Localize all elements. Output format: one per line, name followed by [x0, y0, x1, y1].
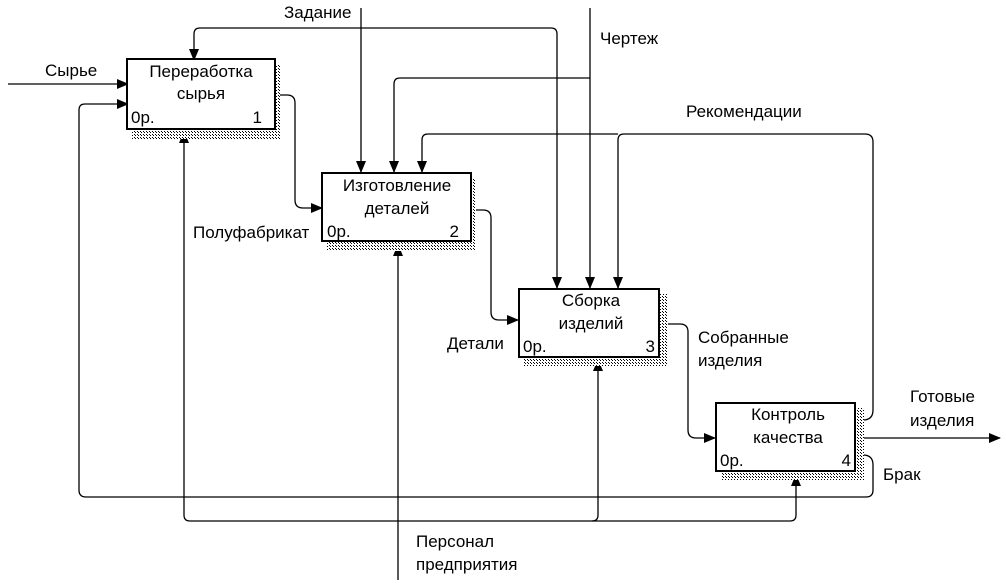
arrow-recommendations-to-box2[interactable]: [417, 133, 618, 173]
label-assembled-line2: изделия: [698, 351, 762, 370]
label-defect: Брак: [883, 465, 921, 484]
arrow-drawing-to-box2[interactable]: [389, 77, 590, 173]
box-title-line2: деталей: [365, 199, 430, 218]
box-number: 1: [253, 108, 262, 127]
box-title-line2: сырья: [177, 84, 225, 103]
arrow-parts[interactable]: [471, 209, 519, 325]
arrow-task-to-box1[interactable]: [189, 27, 361, 61]
box-number: 3: [646, 337, 655, 356]
box-number: 4: [842, 451, 851, 470]
box-frame: [321, 172, 472, 242]
arrow-personnel-to-box3[interactable]: [591, 359, 603, 522]
arrow-semi-product[interactable]: [275, 94, 323, 213]
box-frame: [518, 288, 660, 358]
label-raw-material: Сырье: [45, 61, 97, 80]
label-semi-product: Полуфабрикат: [193, 223, 310, 242]
arrow-labels: Сырье Задание Чертеж Рекомендации Полуфа…: [45, 3, 975, 574]
box-cost: 0р.: [720, 451, 744, 470]
box-frame: [126, 58, 276, 130]
box-cost: 0р.: [131, 108, 155, 127]
box-title-line1: Изготовление: [343, 176, 451, 195]
label-finished-line2: изделия: [910, 411, 974, 430]
label-task: Задание: [284, 3, 351, 22]
label-drawing: Чертеж: [600, 29, 659, 48]
activity-box-3[interactable]: Сборка изделий 0р. 3: [518, 288, 668, 366]
label-personnel-line2: предприятия: [416, 555, 518, 574]
box-title-line2: изделий: [559, 314, 624, 333]
activity-box-2[interactable]: Изготовление деталей 0р. 2: [321, 172, 476, 251]
arrow-task-to-box3[interactable]: [361, 27, 562, 289]
arrow-personnel-bus[interactable]: [190, 474, 801, 522]
box-title-line1: Сборка: [562, 291, 621, 310]
activity-box-4[interactable]: Контроль качества 0р. 4: [715, 402, 864, 480]
arrow-recommendations-to-box3[interactable]: [613, 133, 874, 421]
label-personnel-line1: Персонал: [416, 532, 494, 551]
box-title-line1: Контроль: [751, 405, 825, 424]
box-cost: 0р.: [327, 222, 351, 241]
label-recommendations: Рекомендации: [686, 102, 802, 121]
box-frame: [715, 402, 856, 472]
box-title-line1: Переработка: [149, 62, 253, 81]
arrow-assembled[interactable]: [668, 323, 716, 443]
arrow-defect-feedback[interactable]: [78, 99, 874, 498]
connections: [8, 8, 1001, 580]
label-assembled-line1: Собранные: [698, 328, 789, 347]
label-parts: Детали: [447, 334, 504, 353]
arrow-personnel-to-box1[interactable]: [179, 131, 191, 522]
box-number: 2: [450, 222, 459, 241]
activity-box-1[interactable]: Переработка сырья 0р. 1: [126, 58, 280, 139]
box-title-line2: качества: [753, 428, 823, 447]
box-cost: 0р.: [523, 337, 547, 356]
label-finished-line1: Готовые: [910, 387, 975, 406]
